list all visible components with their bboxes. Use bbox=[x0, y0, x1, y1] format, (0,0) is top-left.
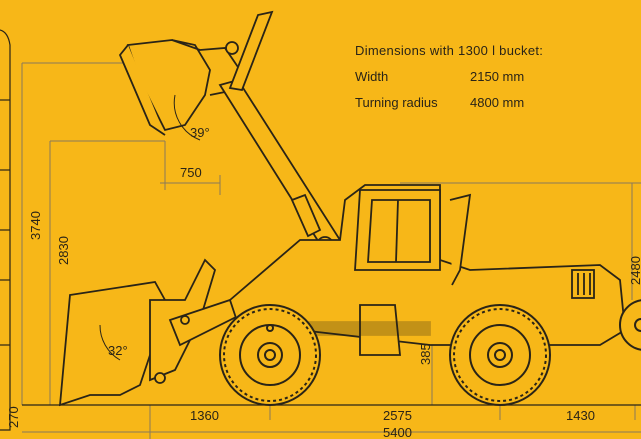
label-max-height: 3740 bbox=[28, 211, 43, 240]
spec-label-turning-radius: Turning radius bbox=[355, 95, 438, 110]
front-wheel bbox=[219, 304, 321, 406]
label-cab-height: 2480 bbox=[628, 256, 641, 285]
loader-body bbox=[228, 184, 626, 356]
angle-marks bbox=[99, 94, 201, 361]
left-frame bbox=[0, 29, 11, 431]
label-dump-height: 2830 bbox=[56, 236, 71, 265]
label-dump-angle: 39° bbox=[190, 125, 210, 140]
dimension-labels: 3740 2830 270 750 39° 32° 1360 2575 1430… bbox=[6, 125, 641, 439]
label-wheelbase: 2575 bbox=[383, 408, 412, 423]
spec-value-width: 2150 mm bbox=[470, 69, 525, 84]
label-front-overhang: 1360 bbox=[190, 408, 219, 423]
rear-attachment bbox=[619, 299, 641, 351]
spec-row-width: Width 2150 mm bbox=[355, 64, 543, 90]
label-overall-length: 5400 bbox=[383, 425, 412, 439]
spec-label-width: Width bbox=[355, 69, 389, 84]
spec-row-turning-radius: Turning radius 4800 mm bbox=[355, 90, 543, 116]
rear-wheel bbox=[449, 304, 551, 406]
label-ground-clearance: 385 bbox=[418, 343, 433, 365]
specs-panel: Dimensions with 1300 l bucket: Width 215… bbox=[355, 38, 543, 116]
label-ground-offset: 270 bbox=[6, 406, 21, 428]
label-rollback-angle: 32° bbox=[108, 343, 128, 358]
spec-value-turning-radius: 4800 mm bbox=[470, 95, 525, 110]
label-rear-overhang: 1430 bbox=[566, 408, 595, 423]
specs-title: Dimensions with 1300 l bucket: bbox=[355, 43, 544, 58]
lowered-bucket bbox=[58, 258, 242, 407]
label-reach: 750 bbox=[180, 165, 202, 180]
